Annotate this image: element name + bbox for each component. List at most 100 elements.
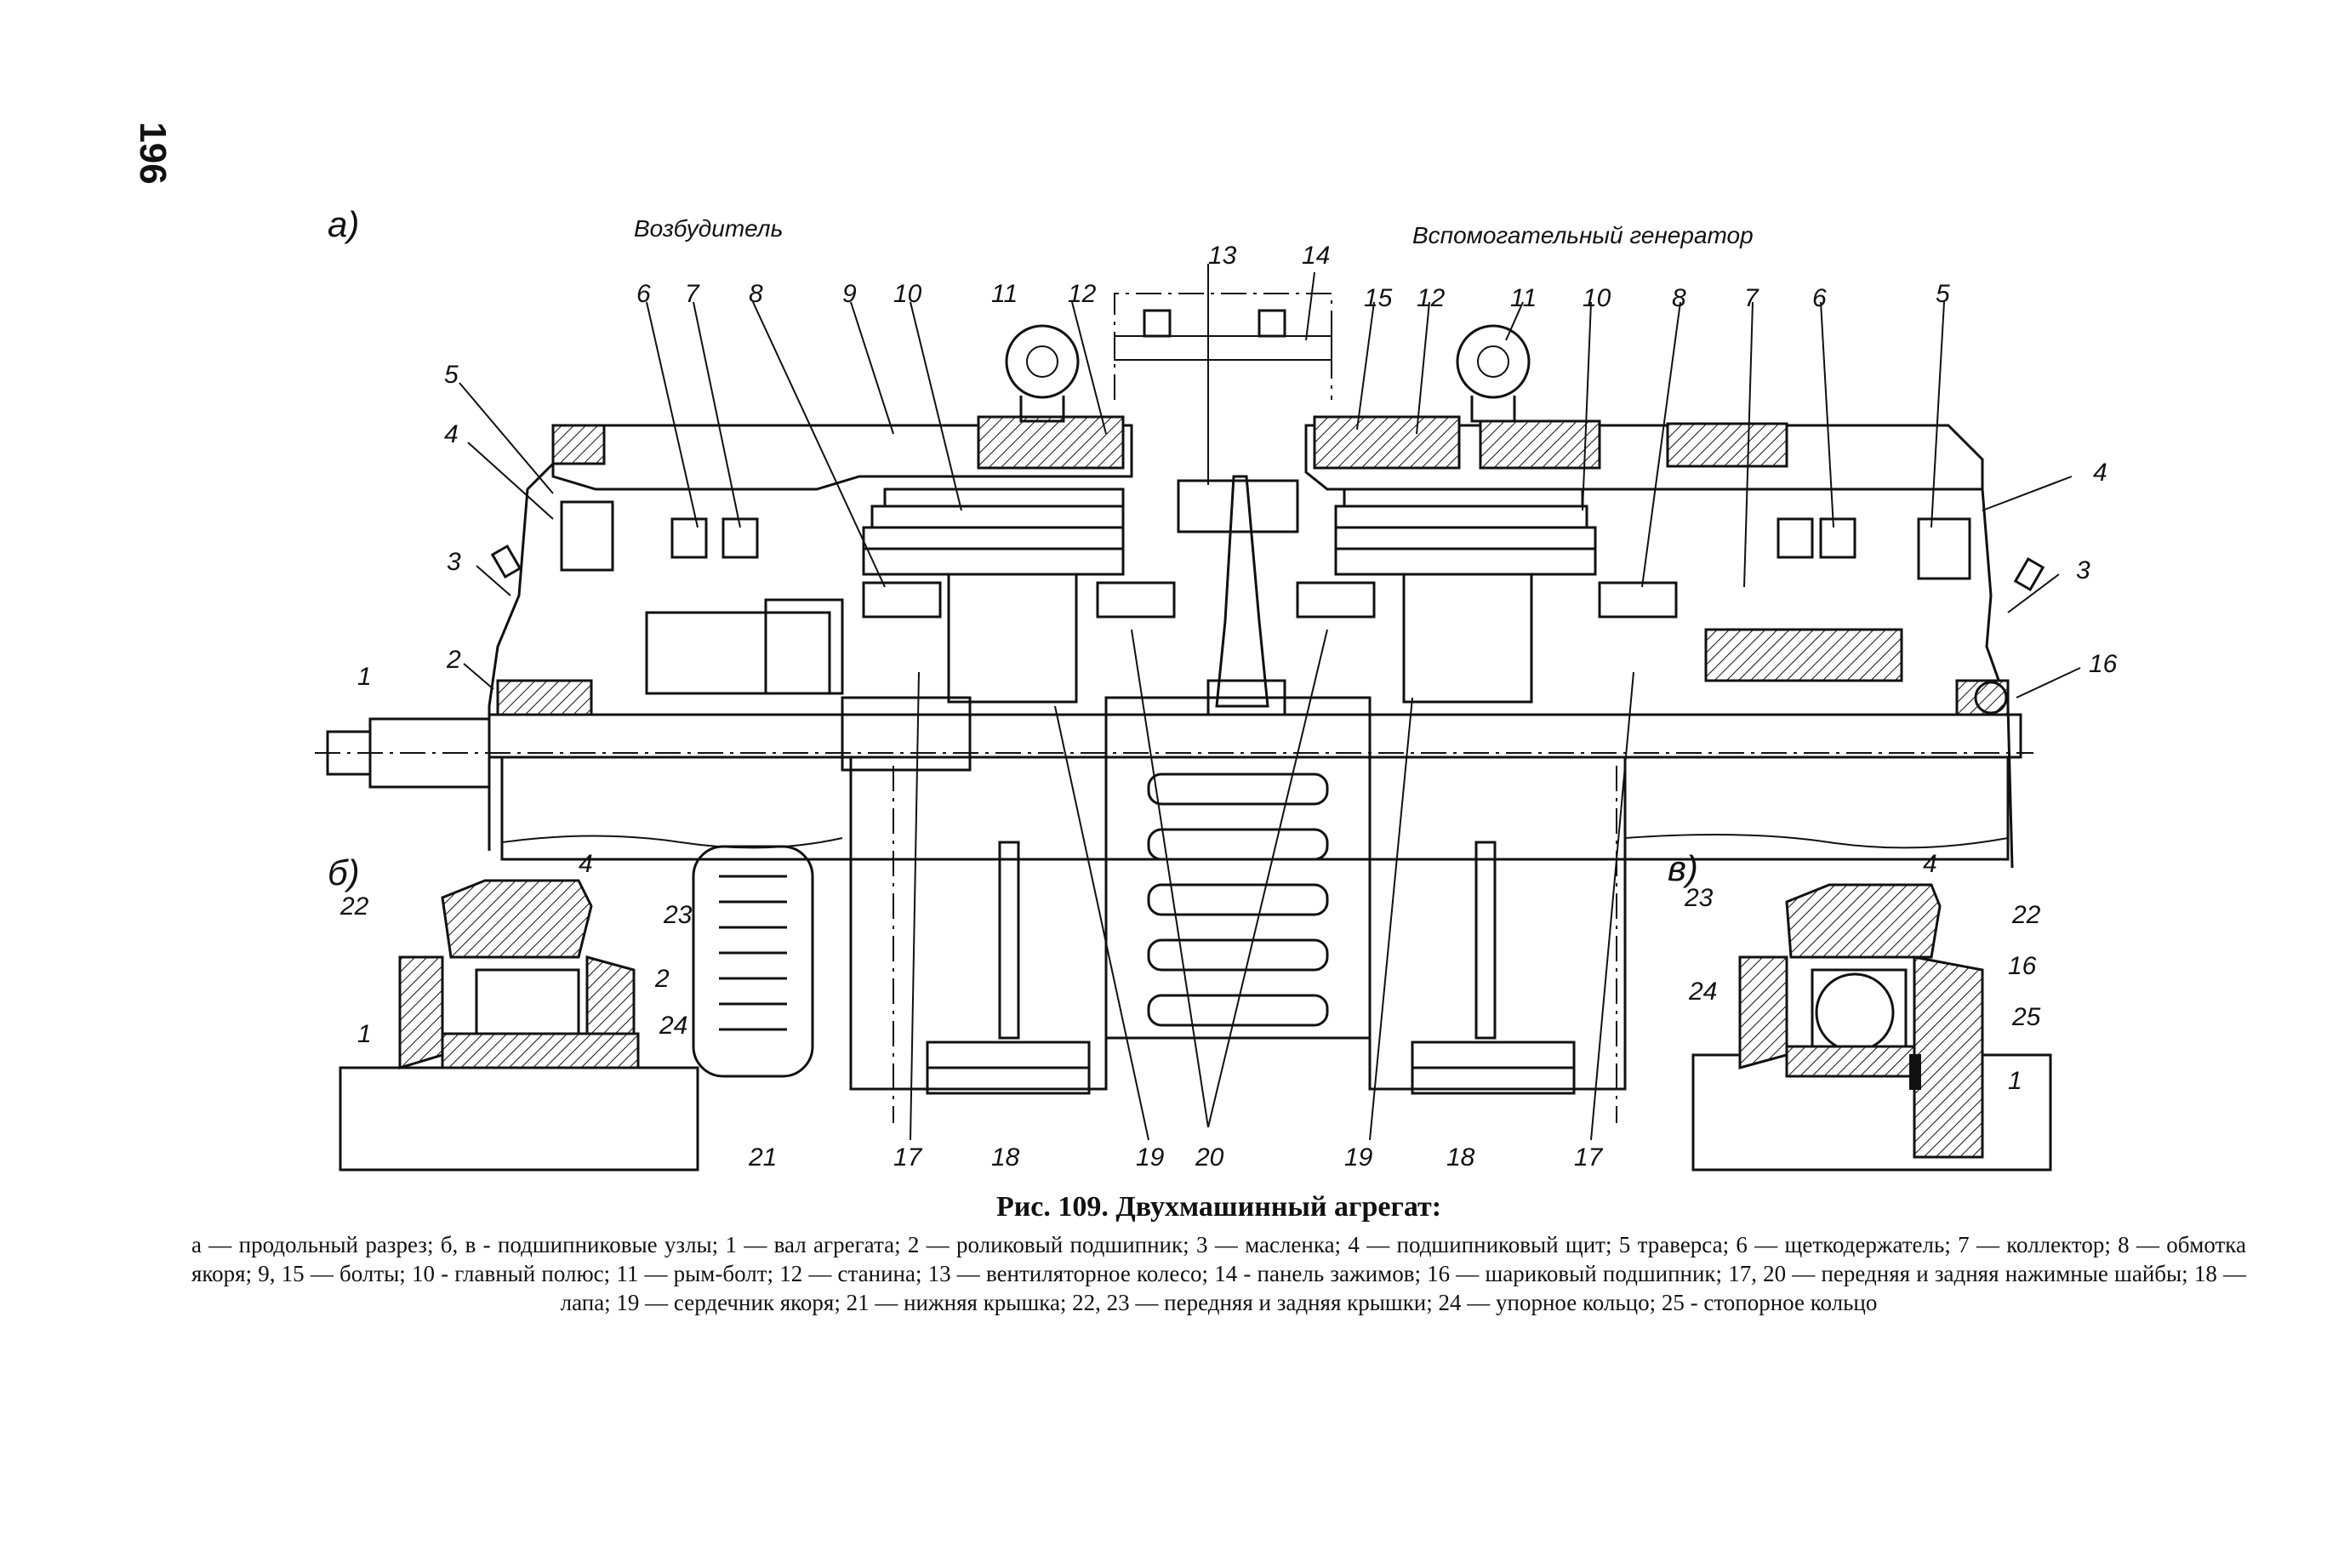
foot-right-stem [1474,841,1497,1040]
generator-traverse [1917,517,1971,580]
eyebolt-left-ring [1005,324,1080,399]
pole-right [1334,488,1597,576]
svg-text:25: 25 [2011,1003,2041,1031]
lower-right-frame [1368,755,1627,1091]
figure-caption: Рис. 109. Двухмашинный агрегат: а — прод… [191,1191,2246,1317]
eyebolt-left-hole [1026,345,1058,378]
detail-v-retaining-ring [1909,1054,1921,1090]
exciter-brushholder-b [721,517,759,559]
vent-slots [1147,773,1329,1027]
callout-21: 21 [748,1143,777,1172]
page-number: 196 [132,122,174,184]
callout-10-left: 10 [893,280,922,308]
callout-7-left: 7 [685,280,700,308]
frame-left-cap-a [551,424,606,465]
svg-text:22: 22 [339,892,369,921]
fan-blade [1215,475,1269,708]
eyebolt-left-stem [1019,396,1065,423]
callout-16: 16 [2089,650,2118,678]
svg-text:4: 4 [579,850,593,878]
detail-v-callouts: 1 4 16 22 23 24 25 [1684,850,2041,1095]
frame-left-cap-b [977,415,1125,470]
callout-14: 14 [1302,242,1330,270]
lower-body-left-skirt [841,696,972,772]
right-ball-bearing [1974,681,2008,715]
detail-v [1691,883,2052,1172]
detail-v-rear-cover [1913,955,1984,1159]
generator-commutator [1704,628,1903,682]
panel-label-a: а) [328,204,359,244]
exciter-commutator-sleeve [764,598,844,695]
section-title-aux-generator: Вспомогательный генератор [1412,222,1754,248]
shaft-main [488,713,2022,759]
frame-right-cap-a [1313,415,1461,470]
lower-body-centre [1104,696,1372,1040]
detail-b-callouts: 1 2 4 22 23 24 [339,850,693,1048]
svg-text:2: 2 [654,965,670,993]
terminal-stud-right [1258,309,1286,338]
oiler-right [2013,556,2045,592]
detail-v-shield [1785,883,1942,959]
callout-8-left: 8 [749,280,763,308]
right-end-shield [1981,488,2014,869]
callouts-main: 1 2 3 3 4 4 5 5 6 6 7 7 8 8 9 10 10 11 1… [357,242,2118,1172]
panel-label-b: б) [328,852,360,892]
terminal-stud-left [1143,309,1172,338]
callout-15: 15 [1364,284,1393,312]
svg-text:22: 22 [2011,901,2041,929]
svg-text:1: 1 [2008,1067,2022,1095]
callout-19-right: 19 [1344,1143,1373,1172]
lower-left-frame [849,755,1108,1091]
section-title-exciter: Возбудитель [634,215,783,242]
exciter-traverse [560,500,614,572]
detail-b-shaft [339,1066,699,1172]
detail-v-ball [1815,972,1895,1052]
generator-brushholder-a [1777,517,1814,559]
eyebolt-right-stem [1470,396,1516,423]
callout-11-right: 11 [1510,284,1537,312]
callout-3-right: 3 [2076,556,2090,584]
detail-b-shield [441,879,593,959]
generator-winding [1296,581,1376,619]
exciter-commutator [645,611,831,695]
callout-6-left: 6 [636,280,651,308]
leader-lines [459,264,2081,1141]
callout-5-right: 5 [1936,280,1950,308]
svg-text:16: 16 [2008,952,2037,980]
detail-b-inner-race [441,1032,640,1069]
callout-17-left: 17 [893,1143,923,1172]
callout-13: 13 [1208,242,1237,270]
svg-text:24: 24 [659,1012,687,1040]
svg-text:23: 23 [663,901,693,929]
armature-core-right [1402,573,1533,704]
break-line-right [1624,834,2009,849]
caption-title: Рис. 109. Двухмашинный агрегат: [995,1191,1442,1223]
caption-text: а — продольный разрез; б, в - подшипнико… [191,1232,2246,1315]
terminal-panel [1114,335,1332,361]
callout-12-left: 12 [1068,280,1097,308]
foot-left-stem [998,841,1020,1040]
detail-b [339,879,699,1172]
callout-2: 2 [446,646,461,674]
callout-5-left: 5 [444,361,459,389]
eyebolt-right-ring [1456,324,1531,399]
exciter-brushholder-a [670,517,708,559]
main-section [315,293,2045,1123]
eyebolt-right-hole [1477,345,1509,378]
armature-core-left [947,573,1078,704]
callout-3-left: 3 [447,548,461,576]
callout-17-right: 17 [1574,1143,1604,1172]
callout-7-right: 7 [1744,284,1759,312]
svg-text:1: 1 [357,1020,372,1048]
callout-4-left: 4 [444,420,459,448]
callout-12-right: 12 [1417,284,1446,312]
shaft-left [368,717,491,789]
callout-4-right: 4 [2093,459,2107,487]
generator-brushholder-b [1819,517,1856,559]
callout-6-right: 6 [1812,284,1827,312]
detail-v-front-cover [1738,955,1788,1069]
detail-b-front-cover [398,955,444,1070]
callout-10-right: 10 [1583,284,1611,312]
lower-cover [692,845,814,1078]
callout-9: 9 [842,280,857,308]
